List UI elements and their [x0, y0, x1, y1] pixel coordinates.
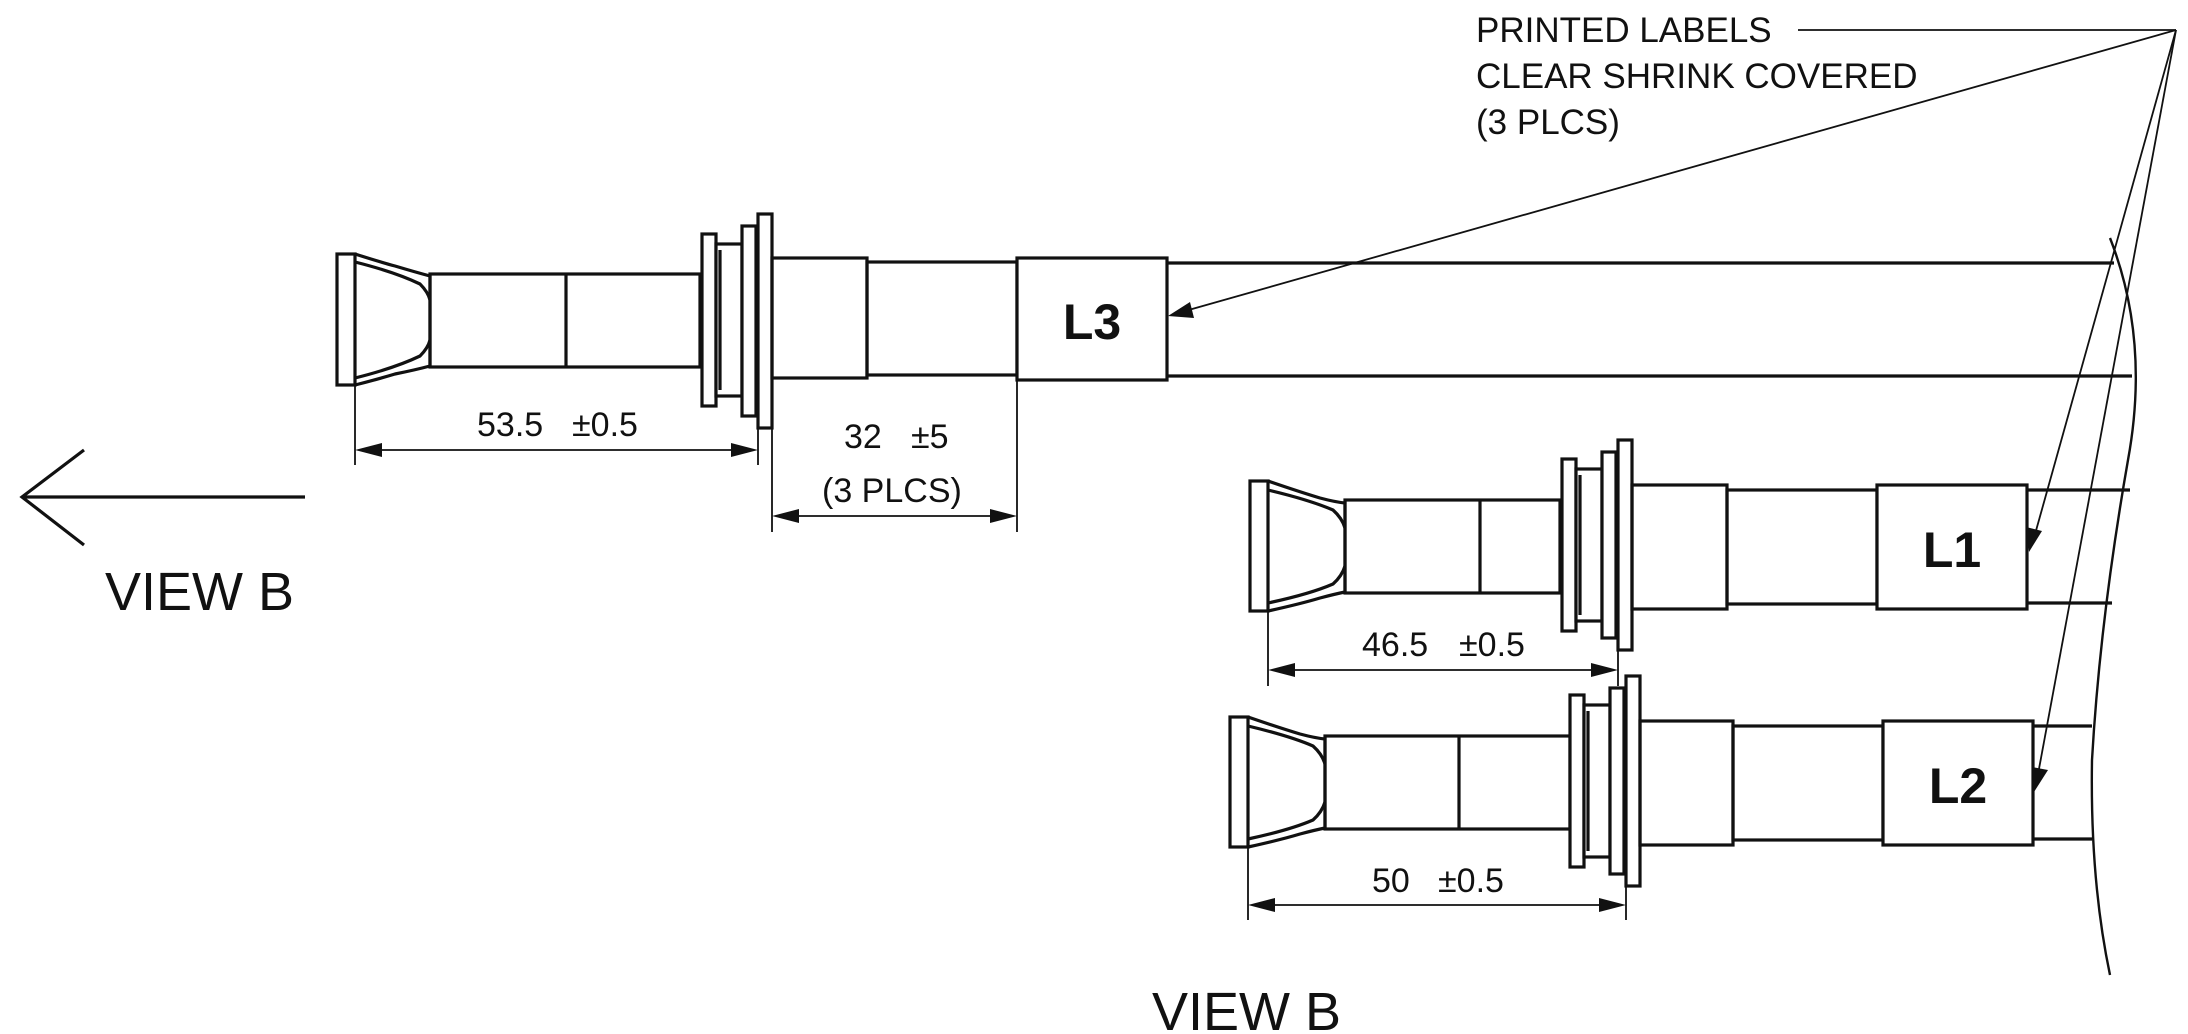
note-line-2: CLEAR SHRINK COVERED — [1476, 57, 1917, 96]
cable-assembly-l2: L2 — [1228, 674, 2092, 888]
dim-l2-value: 50 — [1372, 862, 1410, 900]
label-l1: L1 — [1923, 522, 1981, 578]
dim-l1-length: 46.5 ±0.5 — [1267, 611, 1619, 686]
cable-assembly-l1: L1 — [1248, 438, 2130, 652]
note-line-3: (3 PLCS) — [1476, 103, 1620, 142]
dim-label-offset: 32 ±5 (3 PLCS) — [771, 380, 1018, 532]
view-label-bottom: VIEW B — [1152, 982, 1341, 1034]
cable-assembly-l3: L3 — [335, 212, 2132, 430]
dim-offset-value: 32 — [844, 418, 882, 456]
note-line-1: PRINTED LABELS — [1476, 11, 1772, 50]
dim-l3-tol: ±0.5 — [572, 406, 638, 444]
dim-l1-tol: ±0.5 — [1459, 626, 1525, 664]
note-printed-labels: PRINTED LABELS CLEAR SHRINK COVERED (3 P… — [1168, 11, 2177, 792]
view-b-arrow — [19, 448, 305, 547]
view-label-left: VIEW B — [105, 562, 294, 622]
label-l3: L3 — [1063, 294, 1121, 350]
dim-offset-tol: ±5 — [911, 418, 949, 456]
dim-l3-value: 53.5 — [477, 406, 543, 444]
dim-l2-length: 50 ±0.5 — [1247, 847, 1627, 920]
dim-l1-value: 46.5 — [1362, 626, 1428, 664]
dim-l2-tol: ±0.5 — [1438, 862, 1504, 900]
label-l2: L2 — [1929, 758, 1987, 814]
dim-l3-length: 53.5 ±0.5 — [354, 385, 759, 465]
dim-offset-qty: (3 PLCS) — [822, 472, 962, 510]
break-line — [2090, 237, 2137, 976]
